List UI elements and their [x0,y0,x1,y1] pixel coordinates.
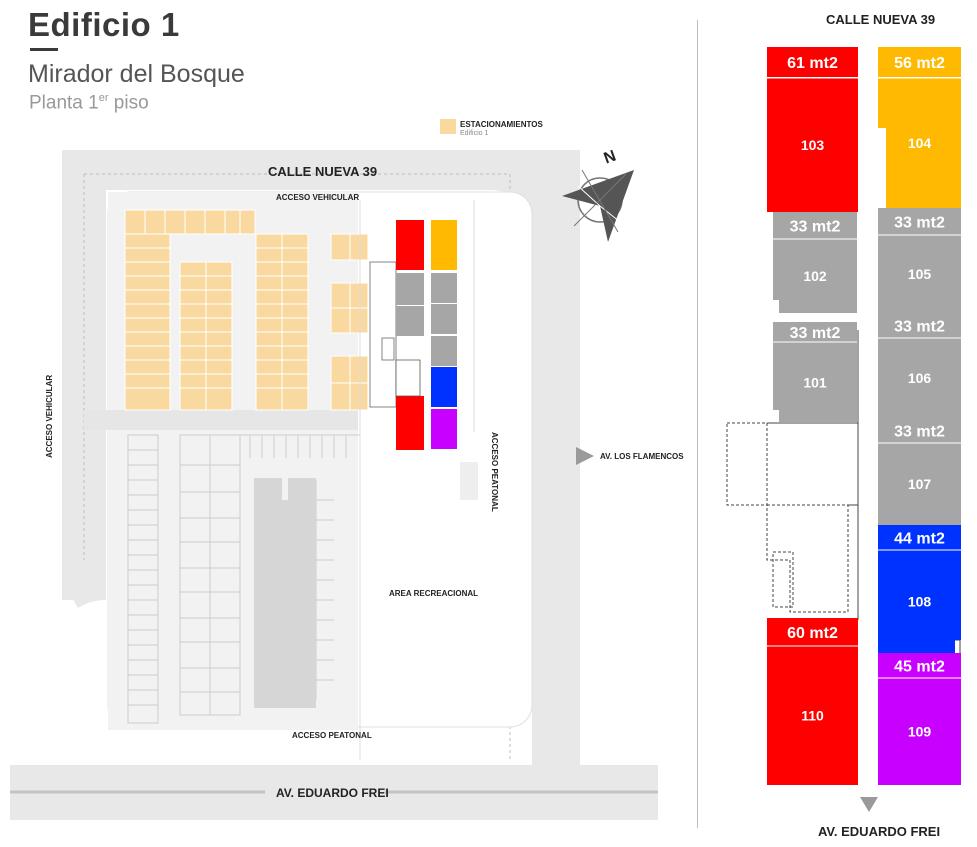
inner-road [84,410,358,430]
unit-106[interactable]: 33 mt2 106 [878,313,961,418]
unit-107[interactable]: 33 mt2 107 [878,418,961,525]
unit-102-area: 33 mt2 [790,219,841,236]
building-south [254,478,316,708]
unit-109-area-header [878,653,961,678]
unit-102-body [773,239,857,313]
unit-109-area: 45 mt2 [894,659,945,676]
legend-parking-sub: Edificio 1 [460,130,489,137]
arrow-flamencos-icon [576,447,594,465]
unit-103-body [767,78,858,212]
unit-110-number: 110 [801,708,824,724]
arrow-down-icon [860,797,878,812]
floor-label-sup: er [98,92,109,104]
floor-label-prefix: Planta 1 [29,92,99,114]
detail-label-av-eduardo-frei: AV. EDUARDO FREI [818,824,940,839]
unit-103-area-header [767,47,858,77]
unit-108-area-header [878,525,961,550]
building-1-footprint [369,220,457,450]
unit-107-area: 33 mt2 [894,424,945,441]
unit-101-number: 101 [803,375,827,391]
label-acceso-peatonal-right: ACCESO PEATONAL [490,432,499,512]
unit-105-body [878,235,961,313]
unit-101-body [773,342,857,423]
label-av-los-flamencos: AV. LOS FLAMENCOS [600,452,684,461]
project-name: Mirador del Bosque [28,60,245,88]
unit-110-area-header [767,618,858,646]
unit-108-area: 44 mt2 [894,531,945,548]
unit-106-body [878,338,961,418]
unit-106-area: 33 mt2 [894,319,945,336]
label-av-eduardo-frei: AV. EDUARDO FREI [276,786,389,800]
label-acceso-vehicular-left: ACCESO VEHICULAR [45,375,54,458]
panel-divider [697,20,698,828]
road-right [532,150,580,770]
unit-109-number: 109 [908,724,932,740]
unit-106-number: 106 [908,370,932,386]
north-label: N [602,148,619,168]
unit-109-body [878,678,961,785]
unit-107-body [878,443,961,525]
unit-105[interactable]: 33 mt2 105 [878,208,961,313]
floor-label: Planta 1er piso [29,92,149,114]
unit-101-area: 33 mt2 [790,325,841,342]
unit-105-area-header [878,208,961,235]
unit-102-area-header [773,212,857,239]
unit-106-area-header [878,313,961,338]
unit-104-area-header [878,47,961,77]
unit-103[interactable]: 61 mt2 103 [767,47,858,212]
label-acceso-peatonal-bottom: ACCESO PEATONAL [292,731,372,740]
legend-parking-title: ESTACIONAMIENTOS [460,120,543,129]
pedestrian-paths [359,200,475,760]
common-area-outlines [726,422,849,613]
unit-101-area-header [773,322,857,342]
label-calle-nueva-39: CALLE NUEVA 39 [268,164,377,179]
legend-parking-swatch [440,119,456,134]
floor-label-suffix: piso [108,92,149,114]
title-underline [30,48,58,51]
detail-label-calle-nueva-39: CALLE NUEVA 39 [826,12,935,27]
unit-105-area: 33 mt2 [894,215,945,232]
parking-stall-lines [125,210,368,410]
unit-104-area: 56 mt2 [894,55,945,72]
label-acceso-vehicular-top: ACCESO VEHICULAR [276,193,359,202]
unit-107-area-header [878,418,961,443]
small-structure [460,462,478,500]
page-title: Edificio 1 [28,6,180,43]
unit-108[interactable]: 44 mt2 108 [878,525,961,653]
unit-108-number: 108 [908,594,932,610]
unit-103-area: 61 mt2 [787,55,838,72]
unit-108-body [878,550,961,653]
unit-107-number: 107 [908,476,932,492]
unit-109[interactable]: 45 mt2 109 [878,653,961,785]
unit-104[interactable]: 56 mt2 104 [878,47,961,208]
unit-110-area: 60 mt2 [787,625,838,642]
unit-104-number: 104 [908,135,932,151]
unit-110-body [767,646,858,785]
unit-102[interactable]: 33 mt2 102 [773,212,857,313]
unit-102-number: 102 [803,268,827,284]
unit-101[interactable]: 33 mt2 101 [773,322,857,423]
unit-104-body [878,78,961,208]
unit-110[interactable]: 60 mt2 110 [767,618,858,785]
compass-icon [562,169,634,242]
unit-105-number: 105 [908,266,932,282]
road-calle-nueva-39 [62,150,532,190]
label-area-recreacional: AREA RECREACIONAL [389,589,478,598]
unit-103-number: 103 [801,137,825,153]
road-left-end [62,560,106,608]
